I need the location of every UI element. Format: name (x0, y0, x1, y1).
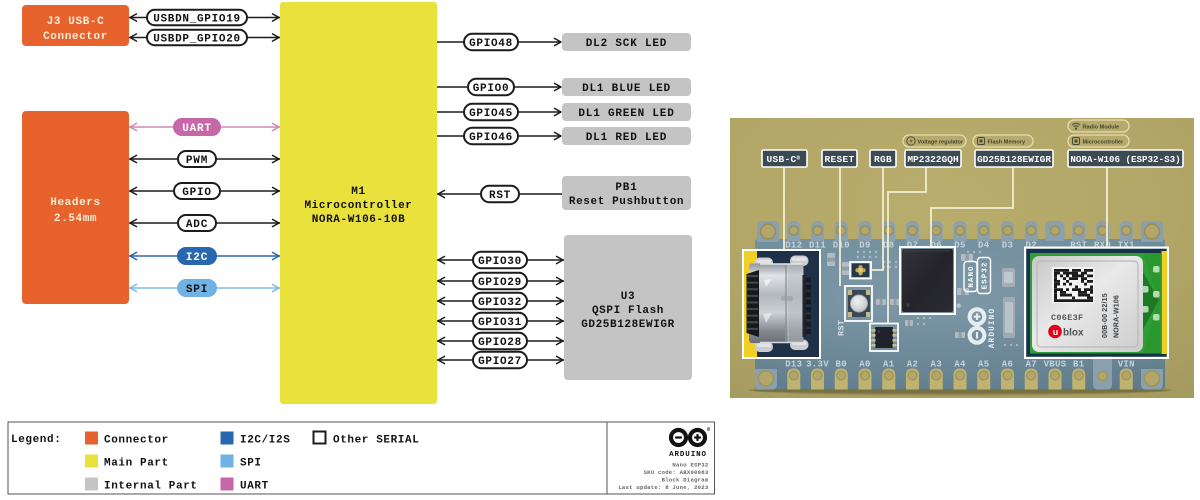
svg-text:U3: U3 (621, 291, 635, 303)
svg-text:00B-00 22/15: 00B-00 22/15 (1102, 293, 1109, 338)
svg-text:Other SERIAL: Other SERIAL (333, 435, 419, 447)
svg-text:VBUS: VBUS (1044, 360, 1067, 370)
svg-text:D12: D12 (785, 241, 802, 251)
svg-text:D13: D13 (785, 360, 802, 370)
svg-text:RGB: RGB (874, 154, 892, 165)
svg-text:Radio Module: Radio Module (1083, 125, 1120, 131)
svg-text:Microcontroller: Microcontroller (1083, 140, 1125, 146)
svg-text:D2: D2 (1026, 241, 1037, 251)
svg-text:SPI: SPI (240, 458, 262, 470)
svg-text:Legend:: Legend: (11, 434, 61, 446)
svg-text:SPI: SPI (186, 284, 208, 296)
svg-text:RST: RST (489, 190, 511, 202)
svg-text:Nano ESP32: Nano ESP32 (672, 462, 708, 469)
svg-text:TX1: TX1 (1118, 241, 1135, 251)
svg-text:®: ® (957, 302, 962, 310)
svg-text:blox: blox (1063, 328, 1084, 339)
svg-text:Microcontroller: Microcontroller (304, 200, 412, 212)
svg-text:Reset Pushbutton: Reset Pushbutton (569, 196, 684, 208)
svg-text:D4: D4 (978, 241, 990, 251)
svg-text:SKU code: ABX00083: SKU code: ABX00083 (644, 469, 709, 476)
svg-text:D6: D6 (931, 241, 942, 251)
svg-text:GPIO30: GPIO30 (478, 256, 522, 268)
svg-text:D9: D9 (859, 241, 870, 251)
svg-text:GD25B128EWIGR: GD25B128EWIGR (977, 154, 1051, 165)
svg-text:A4: A4 (954, 360, 966, 370)
svg-text:A6: A6 (1002, 360, 1013, 370)
svg-text:Last update: 8 June, 2023: Last update: 8 June, 2023 (618, 484, 709, 491)
svg-text:2.54mm: 2.54mm (54, 213, 97, 225)
svg-text:GPIO48: GPIO48 (469, 38, 513, 50)
svg-text:VIN: VIN (1118, 360, 1135, 370)
svg-text:®: ® (707, 426, 710, 433)
svg-text:u: u (1053, 327, 1059, 337)
svg-text:GD25B128EWIGR: GD25B128EWIGR (581, 319, 675, 331)
svg-text:GPIO: GPIO (182, 187, 212, 199)
svg-text:Block Diagram: Block Diagram (662, 477, 709, 484)
svg-text:I2C/I2S: I2C/I2S (240, 435, 290, 447)
svg-text:B1: B1 (1073, 360, 1085, 370)
svg-text:Main Part: Main Part (104, 458, 169, 470)
svg-text:USB-C®: USB-C® (767, 154, 801, 165)
svg-text:USBDN_GPIO19: USBDN_GPIO19 (153, 13, 241, 25)
svg-text:D5: D5 (954, 241, 965, 251)
svg-text:A5: A5 (978, 360, 989, 370)
svg-text:DL1 BLUE LED: DL1 BLUE LED (582, 83, 671, 95)
svg-text:ESP32: ESP32 (982, 262, 990, 290)
svg-text:DL1 GREEN LED: DL1 GREEN LED (578, 108, 674, 120)
svg-text:ADC: ADC (186, 219, 208, 231)
svg-text:UART: UART (240, 481, 269, 493)
svg-text:USBDP_GPIO20: USBDP_GPIO20 (153, 33, 241, 45)
svg-text:A2: A2 (907, 360, 918, 370)
svg-text:A1: A1 (883, 360, 895, 370)
svg-text:B0: B0 (836, 360, 847, 370)
svg-text:D11: D11 (809, 241, 826, 251)
svg-text:QSPI Flash: QSPI Flash (592, 305, 664, 317)
svg-text:D3: D3 (1002, 241, 1013, 251)
svg-text:GPIO46: GPIO46 (469, 132, 513, 144)
svg-text:3.3V: 3.3V (806, 360, 829, 370)
svg-text:ARDUINO: ARDUINO (669, 451, 707, 459)
svg-text:Internal Part: Internal Part (104, 481, 198, 493)
svg-text:D10: D10 (833, 241, 850, 251)
svg-text:I2C: I2C (186, 252, 208, 264)
svg-text:M1: M1 (351, 186, 365, 198)
svg-text:NORA-W106-10B: NORA-W106-10B (312, 214, 406, 226)
svg-text:GPIO29: GPIO29 (478, 277, 522, 289)
svg-text:PB1: PB1 (615, 182, 637, 194)
svg-text:Connector: Connector (104, 435, 169, 447)
svg-text:NORA-W106 (ESP32-S3): NORA-W106 (ESP32-S3) (1070, 154, 1180, 165)
svg-text:GPIO28: GPIO28 (478, 337, 522, 349)
svg-text:Voltage regulator: Voltage regulator (918, 140, 964, 146)
svg-text:RST: RST (837, 320, 847, 336)
svg-text:ARDUINO: ARDUINO (989, 308, 997, 348)
svg-text:RESET: RESET (824, 154, 854, 165)
svg-text:GPIO31: GPIO31 (478, 317, 522, 329)
svg-text:Connector: Connector (43, 31, 108, 43)
svg-text:A0: A0 (859, 360, 870, 370)
svg-text:PWM: PWM (186, 155, 208, 167)
svg-text:J3 USB-C: J3 USB-C (47, 16, 105, 28)
svg-text:NORA-W106: NORA-W106 (1114, 295, 1121, 338)
svg-text:GPIO27: GPIO27 (478, 356, 522, 368)
svg-text:GPIO0: GPIO0 (473, 83, 510, 95)
svg-text:Flash Memory: Flash Memory (988, 140, 1027, 146)
svg-text:C06E3F: C06E3F (1051, 313, 1083, 323)
svg-text:DL1 RED LED: DL1 RED LED (586, 132, 667, 144)
svg-text:UART: UART (182, 123, 212, 135)
svg-text:RST: RST (1070, 241, 1087, 251)
svg-text:DL2 SCK LED: DL2 SCK LED (586, 38, 667, 50)
svg-text:A7: A7 (1026, 360, 1037, 370)
svg-text:A3: A3 (931, 360, 942, 370)
svg-text:Headers: Headers (50, 197, 100, 209)
svg-text:GPIO45: GPIO45 (469, 108, 513, 120)
svg-text:RX0: RX0 (1094, 241, 1111, 251)
svg-text:D7: D7 (907, 241, 918, 251)
svg-text:NANO: NANO (968, 265, 976, 287)
svg-text:GPIO32: GPIO32 (478, 297, 522, 309)
svg-text:MP2322GQH: MP2322GQH (907, 154, 959, 165)
